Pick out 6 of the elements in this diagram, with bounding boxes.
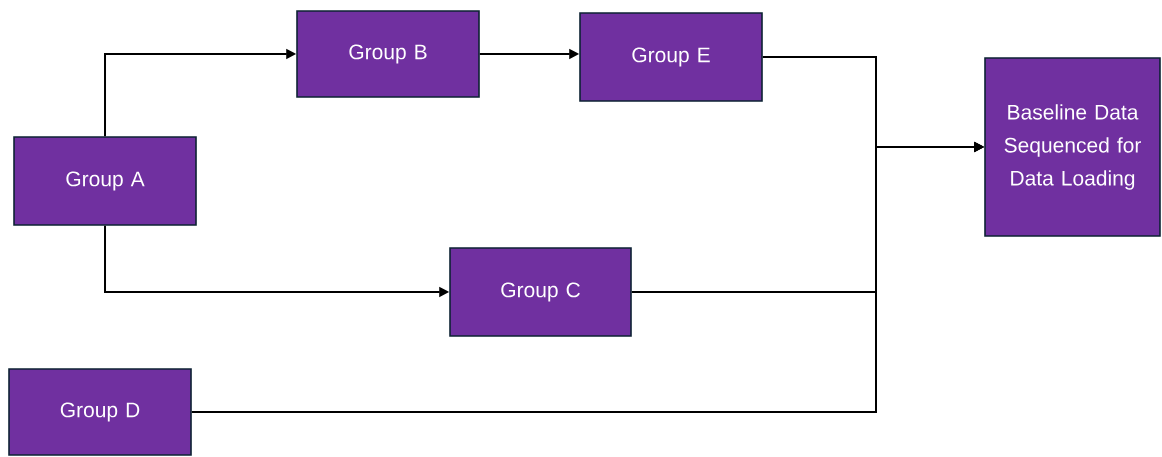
process-box: Baseline Data Sequenced for Data Loading [984, 57, 1161, 237]
process-box: Group B [296, 10, 480, 98]
process-box: Group D [8, 368, 192, 456]
process-box: Group C [449, 247, 632, 337]
process-box: Group A [13, 136, 197, 226]
process-box: Group E [579, 12, 763, 102]
